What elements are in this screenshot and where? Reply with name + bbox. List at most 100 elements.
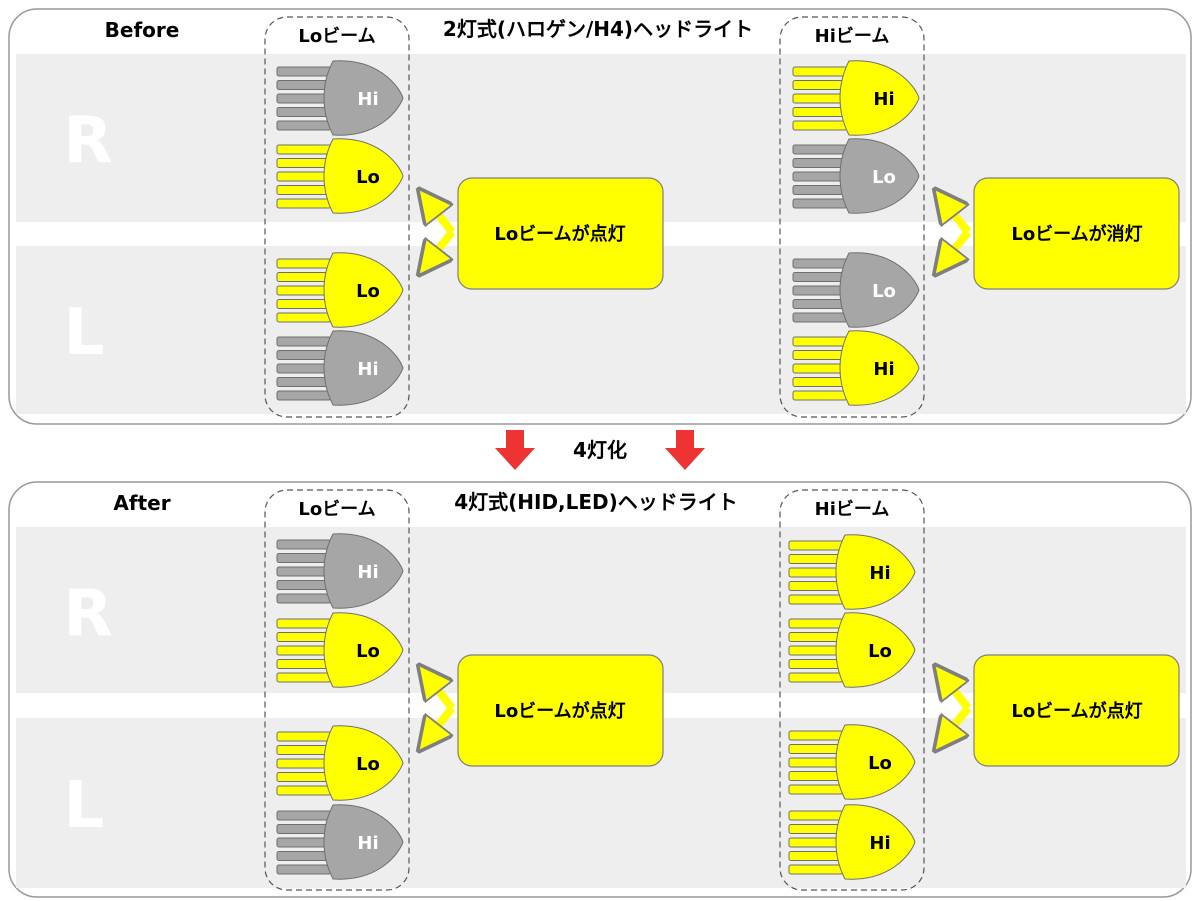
light-beam-bar	[788, 824, 844, 834]
light-beam-bar	[276, 785, 332, 796]
light-beam-bar	[276, 632, 332, 642]
after-hi-status-box	[973, 654, 1180, 767]
light-beam-bar	[276, 66, 332, 77]
before-lo-status-box	[457, 177, 664, 290]
after-panel: After 4灯式(HID,LED)ヘッドライト R L Loビーム HiLoL…	[8, 481, 1192, 898]
transition-label: 4灯化	[573, 438, 627, 462]
lamp-label: Hi	[357, 833, 378, 854]
lamp-unit: Hi	[276, 330, 404, 406]
light-beam-bar	[276, 363, 332, 374]
light-beam-bar	[276, 580, 332, 590]
transition-arrow-right	[665, 430, 705, 470]
light-beam-bar	[788, 645, 844, 656]
light-beam-bar	[788, 757, 844, 768]
light-beam-bar	[276, 566, 332, 577]
lamp-label: Hi	[357, 89, 378, 110]
light-beam-bar	[788, 837, 844, 848]
after-lo-status-text: Loビームが点灯	[494, 700, 625, 722]
light-beam-bar	[788, 554, 844, 564]
lamp-unit: Lo	[792, 138, 920, 214]
lamp-label: Lo	[356, 641, 380, 662]
light-beam-bar	[276, 377, 332, 387]
light-beam-bar	[276, 80, 332, 90]
before-lo-group-title: Loビーム	[298, 26, 375, 47]
light-beam-bar	[276, 672, 332, 683]
before-lo-group-frame	[264, 16, 410, 418]
lamp-label: Hi	[357, 359, 378, 380]
light-beam-bar	[792, 312, 848, 323]
light-beam-bar	[788, 771, 844, 781]
light-beam-bar	[788, 744, 844, 754]
light-beam-bar	[788, 659, 844, 669]
light-beam-bar	[788, 567, 844, 578]
lamp-unit: Hi	[792, 330, 920, 406]
lamp-label: Lo	[356, 281, 380, 302]
light-beam-bar	[792, 285, 848, 296]
lamp-unit: Hi	[276, 60, 404, 136]
after-hi-pointer-arrow-down	[940, 705, 972, 744]
after-lo-group-title: Loビーム	[298, 499, 375, 520]
after-lo-group-frame	[264, 489, 410, 891]
light-beam-bar	[276, 171, 332, 182]
lamp-label: Lo	[356, 754, 380, 775]
lamp-unit: Lo	[788, 724, 916, 800]
lamp-label: Lo	[356, 167, 380, 188]
light-beam-bar	[276, 824, 332, 834]
light-beam-bar	[276, 312, 332, 323]
light-beam-bar	[788, 632, 844, 642]
transition: 4灯化	[495, 430, 705, 470]
light-beam-bar	[792, 93, 848, 104]
light-beam-bar	[276, 851, 332, 861]
after-hi-pointer-arrow-up	[940, 672, 972, 711]
light-beam-bar	[276, 837, 332, 848]
light-beam-bar	[788, 851, 844, 861]
light-beam-bar	[792, 158, 848, 168]
light-beam-bar	[276, 390, 332, 401]
lamp-reflector-icon	[835, 534, 916, 610]
lamp-label: Lo	[872, 281, 896, 302]
light-beam-bar	[788, 672, 844, 683]
lamp-reflector-icon	[323, 804, 404, 880]
light-beam-bar	[788, 784, 844, 795]
before-panel: Before 2灯式(ハロゲン/H4)ヘッドライト R L Loビーム HiLo…	[8, 8, 1192, 425]
light-beam-bar	[276, 272, 332, 282]
after-lo-pointer-arrow-up	[424, 672, 456, 711]
light-beam-bar	[276, 93, 332, 104]
after-hi-status-text: Loビームが点灯	[1011, 700, 1142, 722]
light-beam-bar	[792, 377, 848, 387]
before-lo-pointer-arrow	[424, 229, 456, 268]
lamp-label: Hi	[357, 562, 378, 583]
lamp-unit: Lo	[276, 612, 404, 688]
lamp-unit: Hi	[788, 804, 916, 880]
light-beam-bar	[276, 285, 332, 296]
light-beam-bar	[276, 772, 332, 782]
light-beam-bar	[788, 618, 844, 629]
light-beam-bar	[276, 158, 332, 168]
light-beam-bar	[792, 107, 848, 117]
after-side-left-label: L	[64, 769, 105, 843]
after-lo-status-box	[457, 654, 664, 767]
before-system-title: 2灯式(ハロゲン/H4)ヘッドライト	[443, 17, 753, 41]
lamp-reflector-icon	[323, 725, 404, 801]
before-side-left-label: L	[64, 296, 105, 370]
light-beam-bar	[276, 120, 332, 131]
light-beam-bar	[276, 758, 332, 769]
light-beam-bar	[792, 258, 848, 269]
lamp-reflector-icon	[323, 138, 404, 214]
light-beam-bar	[276, 336, 332, 347]
after-side-right-label: R	[63, 577, 112, 651]
light-beam-bar	[792, 185, 848, 195]
light-beam-bar	[276, 539, 332, 550]
lamp-reflector-icon	[835, 804, 916, 880]
lamp-label: Hi	[873, 359, 894, 380]
before-hi-group-frame	[779, 16, 925, 418]
lamp-reflector-icon	[839, 138, 920, 214]
light-beam-bar	[792, 66, 848, 77]
light-beam-bar	[788, 810, 844, 821]
light-beam-bar	[792, 390, 848, 401]
